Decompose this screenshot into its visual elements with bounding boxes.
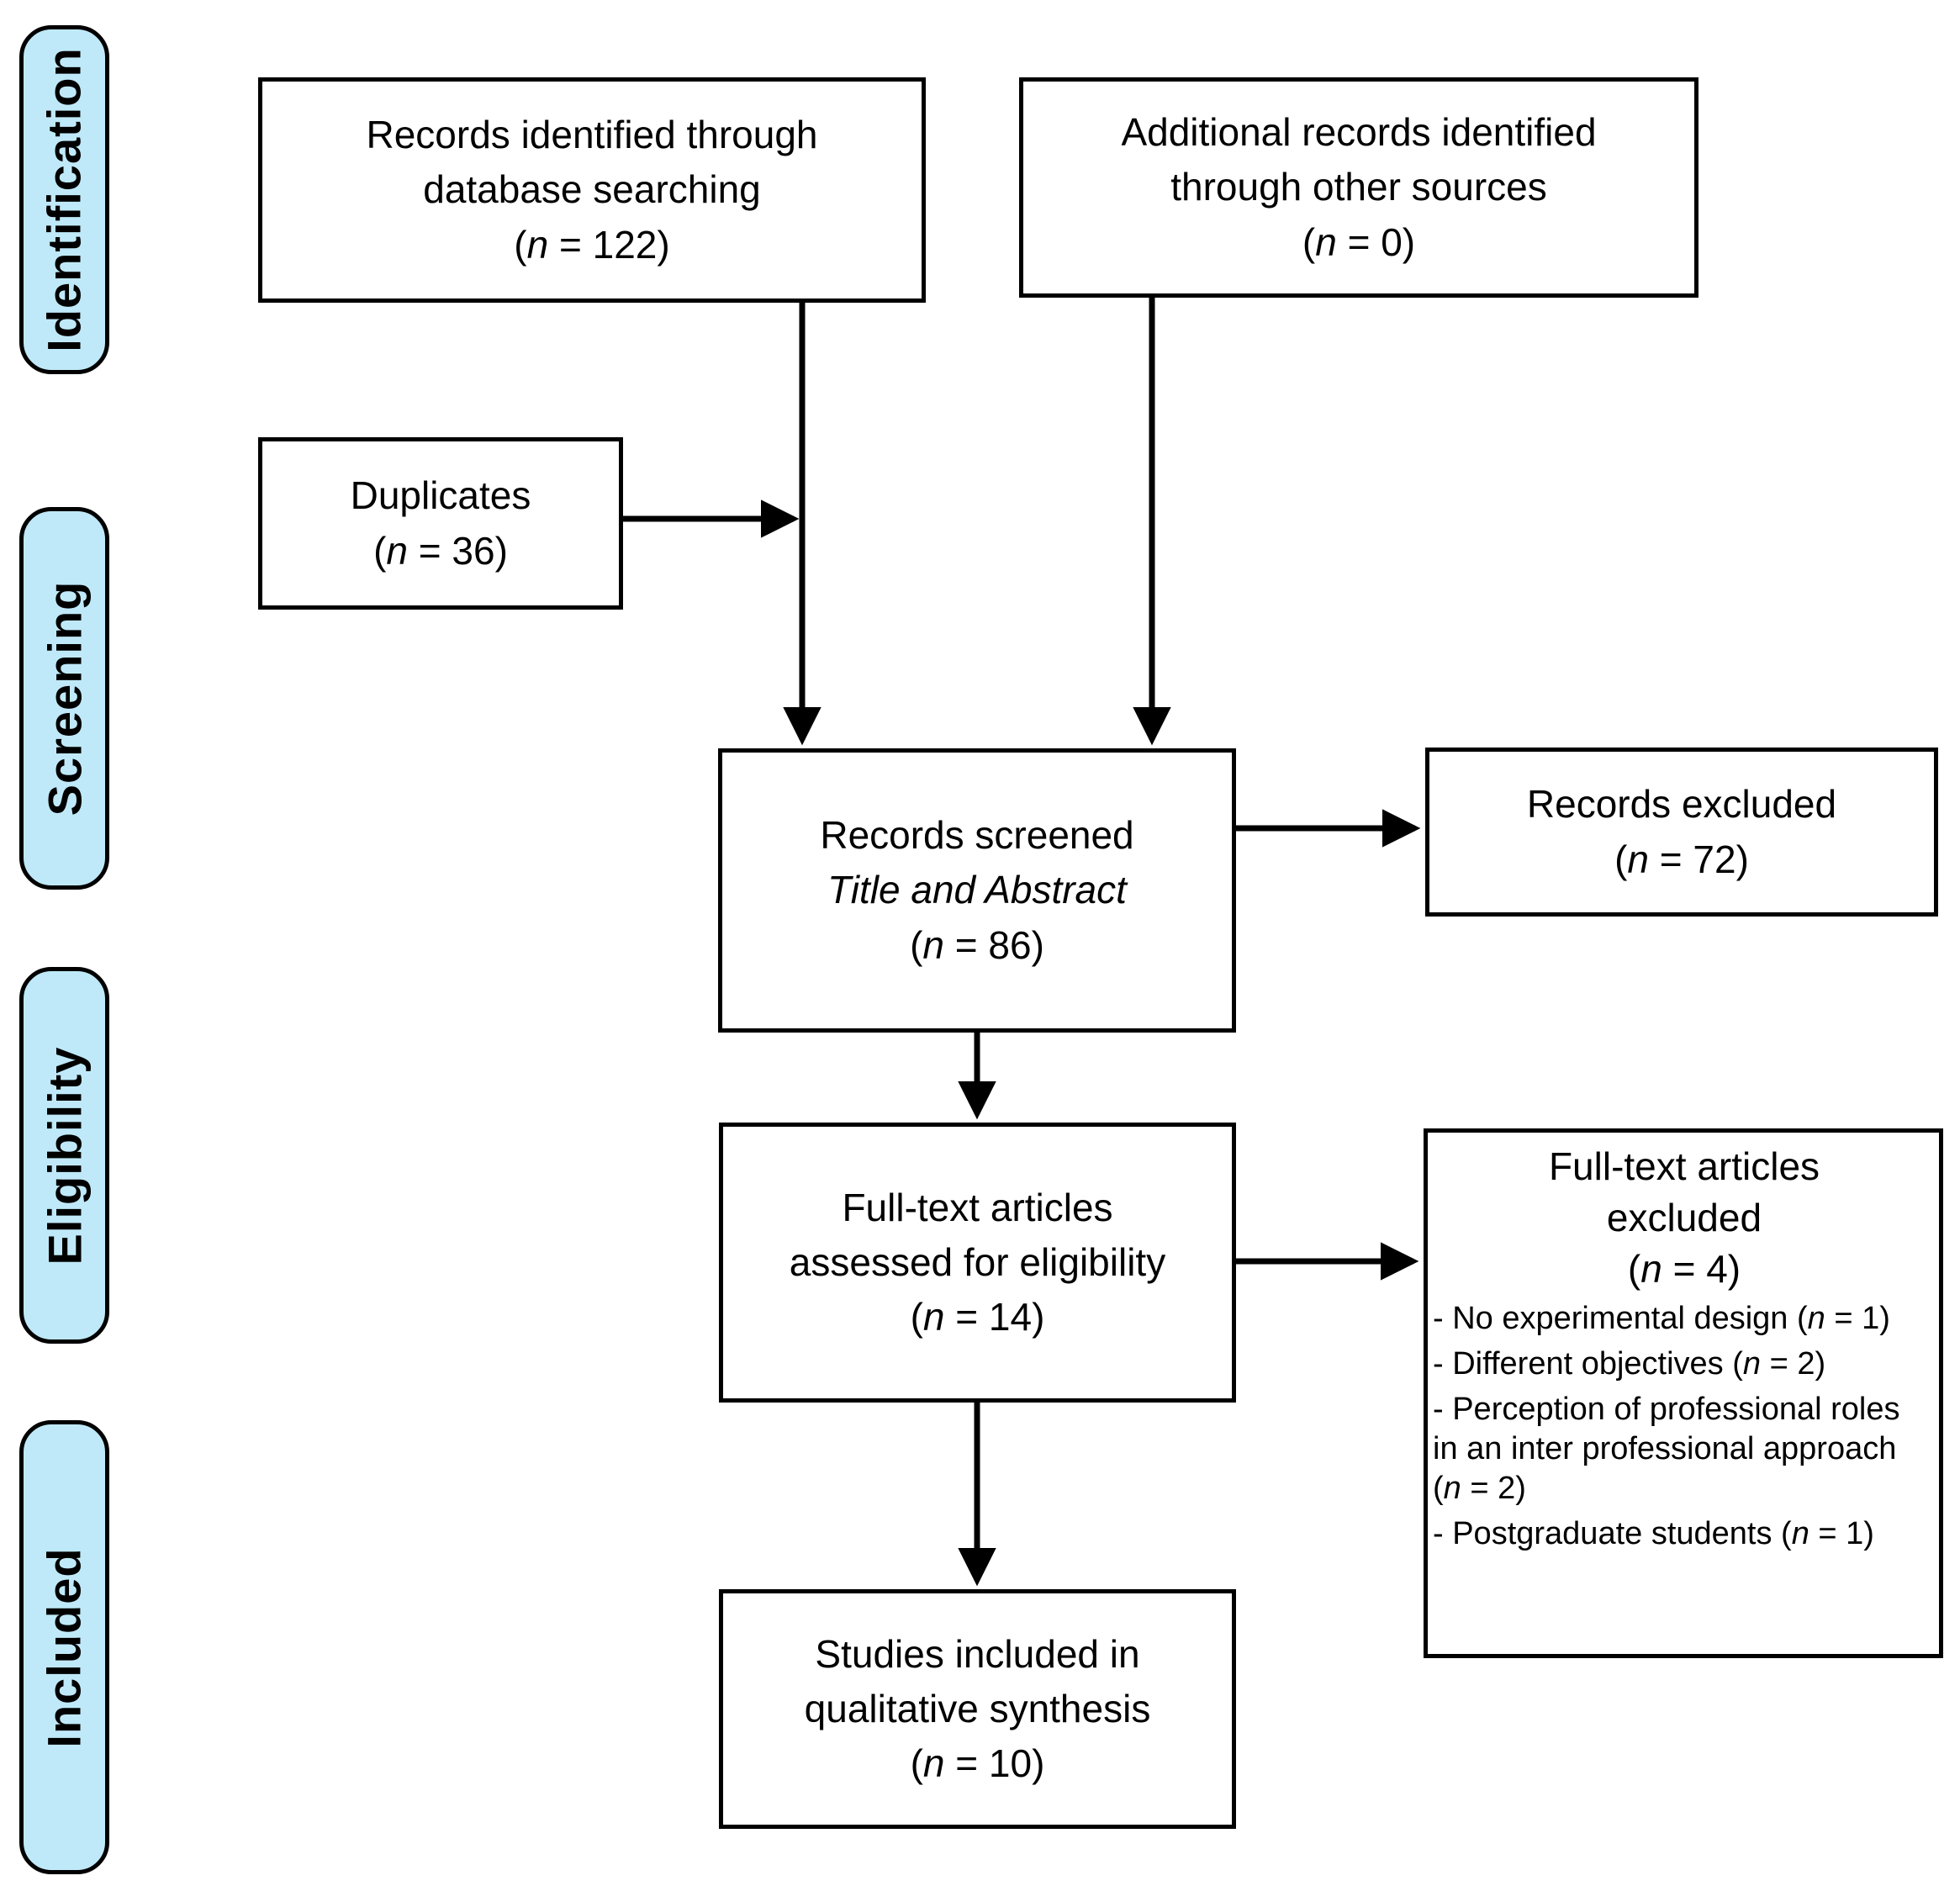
box-count: (n = 86) — [910, 922, 1044, 967]
stage-identification: Identification — [19, 25, 109, 374]
box-text: Records screened — [820, 813, 1134, 858]
box-text-italic: Title and Abstract — [827, 868, 1127, 912]
box-text: database searching — [423, 167, 761, 212]
exclusion-reasons-list: - No experimental design (n = 1) - Diffe… — [1433, 1299, 1936, 1561]
stage-included: Included — [19, 1420, 109, 1874]
box-text: Duplicates — [350, 473, 531, 518]
exclusion-reason: - Postgraduate students (n = 1) — [1433, 1516, 1874, 1552]
box-count: (n = 0) — [1302, 219, 1416, 264]
box-duplicates: Duplicates (n = 36) — [258, 437, 623, 610]
box-count: (n = 10) — [910, 1741, 1045, 1786]
stage-label: Included — [38, 1546, 92, 1748]
box-fulltext-excluded: Full-text articles excluded (n = 4) - No… — [1424, 1128, 1943, 1658]
box-records-identified: Records identified through database sear… — [258, 77, 926, 303]
box-count: (n = 122) — [514, 222, 670, 267]
box-text: Records identified through — [366, 113, 818, 157]
box-text: Additional records identified — [1121, 110, 1597, 155]
box-count: (n = 36) — [373, 528, 508, 573]
box-fulltext-assessed: Full-text articles assessed for eligibil… — [719, 1123, 1236, 1403]
box-text: through other sources — [1170, 165, 1547, 209]
exclusion-reason: - Different objectives (n = 2) — [1433, 1345, 1826, 1382]
box-text: qualitative synthesis — [804, 1686, 1151, 1730]
box-studies-included: Studies included in qualitative synthesi… — [719, 1589, 1236, 1829]
stage-screening: Screening — [19, 507, 109, 890]
box-records-excluded: Records excluded (n = 72) — [1425, 748, 1938, 917]
box-additional-records: Additional records identified through ot… — [1019, 77, 1698, 298]
stage-eligibility: Eligibility — [19, 967, 109, 1344]
exclusion-reason: - No experimental design (n = 1) — [1433, 1300, 1890, 1336]
box-text: assessed for eligibility — [789, 1239, 1166, 1284]
box-text: Records excluded — [1526, 782, 1837, 827]
box-text: Studies included in — [815, 1631, 1140, 1676]
box-text: Full-text articles — [842, 1185, 1113, 1229]
stage-label: Eligibility — [38, 1046, 92, 1265]
box-count: (n = 72) — [1614, 837, 1749, 881]
box-text: excluded — [1606, 1196, 1762, 1240]
stage-label: Identification — [38, 47, 92, 352]
stage-label: Screening — [38, 580, 92, 816]
exclusion-reason: - Perception of professional roles in an… — [1433, 1391, 1900, 1506]
box-count: (n = 14) — [910, 1295, 1045, 1339]
box-text: Full-text articles — [1548, 1144, 1820, 1188]
box-count: (n = 4) — [1627, 1247, 1741, 1292]
box-records-screened: Records screened Title and Abstract (n =… — [718, 748, 1236, 1033]
